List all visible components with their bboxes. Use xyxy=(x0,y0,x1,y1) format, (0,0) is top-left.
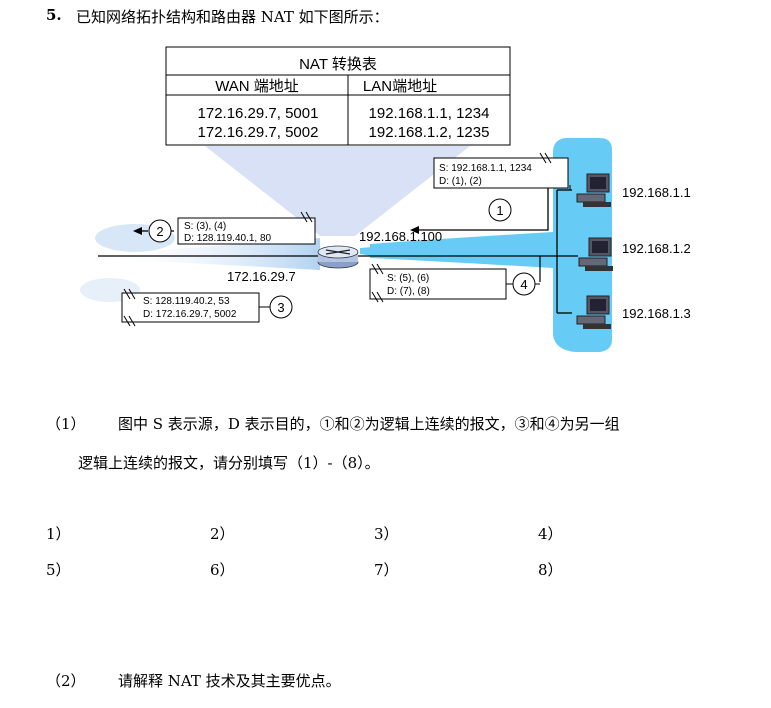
svg-text:2: 2 xyxy=(156,224,163,239)
packet-4-dst: D: (7), (8) xyxy=(387,286,430,297)
nat-row-2-wan: 172.16.29.7, 5002 xyxy=(198,124,319,141)
blank-1: 1） xyxy=(46,525,71,543)
packet-3-dst: D: 172.16.29.7, 5002 xyxy=(143,309,237,320)
nat-table-title: NAT 转换表 xyxy=(299,56,377,73)
nat-row-1-wan: 172.16.29.7, 5001 xyxy=(198,105,319,122)
computer-icon-3 xyxy=(576,295,611,329)
packet-2-dst: D: 128.119.40.1, 80 xyxy=(184,233,272,244)
sub2-text: 请解释 NAT 技术及其主要优点。 xyxy=(118,672,341,690)
network-diagram: 192.168.1.1 192.168.1.2 192.168.1.3 192.… xyxy=(80,46,691,352)
host-label-2: 192.168.1.2 xyxy=(622,241,691,256)
sub1-line2: 逻辑上连续的报文，请分别填写（1）-（8）。 xyxy=(78,454,380,472)
router-wan-ip: 172.16.29.7 xyxy=(227,269,296,284)
packet-3: S: 128.119.40.2, 53 D: 172.16.29.7, 5002… xyxy=(121,288,293,327)
blank-7: 7） xyxy=(374,561,399,579)
blank-4: 4） xyxy=(538,525,563,543)
router-lan-ip: 192.168.1.100 xyxy=(359,229,442,244)
blank-5: 5） xyxy=(46,561,71,579)
packet-1-dst: D: (1), (2) xyxy=(439,176,482,187)
blank-3: 3） xyxy=(374,525,399,543)
packet-2-src: S: (3), (4) xyxy=(184,221,226,232)
nat-row-2-lan: 192.168.1.2, 1235 xyxy=(369,124,490,141)
sub1-number: （1） xyxy=(46,415,86,433)
router-icon xyxy=(317,245,359,269)
packet-2-marker xyxy=(148,219,172,243)
host-label-3: 192.168.1.3 xyxy=(622,306,691,321)
blank-6: 6） xyxy=(210,561,235,579)
computer-icon-2 xyxy=(578,237,613,271)
svg-text:3: 3 xyxy=(277,300,284,315)
packet-4-src: S: (5), (6) xyxy=(387,273,429,284)
packet-3-marker xyxy=(269,295,293,319)
blank-2: 2） xyxy=(210,525,235,543)
nat-table-beam xyxy=(205,146,470,236)
sub2-number: （2） xyxy=(46,672,86,690)
nat-col-wan: WAN 端地址 xyxy=(215,78,299,95)
nat-table: NAT 转换表 WAN 端地址 LAN端地址 172.16.29.7, 5001… xyxy=(165,46,511,146)
packet-4: S: (5), (6) D: (7), (8) 4 xyxy=(369,263,540,303)
nat-col-lan: LAN端地址 xyxy=(363,78,437,95)
packet-1-marker xyxy=(488,198,512,222)
sub1-line1: 图中 S 表示源，D 表示目的，①和②为逻辑上连续的报文，③和④为另一组 xyxy=(118,415,620,433)
nat-row-1-lan: 192.168.1.1, 1234 xyxy=(369,105,490,122)
packet-2: S: (3), (4) D: 128.119.40.1, 80 2 xyxy=(133,211,316,245)
question-text: 已知网络拓扑结构和路由器 NAT 如下图所示： xyxy=(76,8,389,26)
blank-8: 8） xyxy=(538,561,563,579)
packet-1-src: S: 192.168.1.1, 1234 xyxy=(439,163,532,174)
svg-text:1: 1 xyxy=(496,203,503,218)
wan-beam xyxy=(95,238,320,270)
computer-icon-1 xyxy=(576,173,611,207)
host-label-1: 192.168.1.1 xyxy=(622,185,691,200)
packet-1: S: 192.168.1.1, 1234 D: (1), (2) 1 xyxy=(410,152,571,234)
packet-3-src: S: 128.119.40.2, 53 xyxy=(143,296,230,307)
question-number: 5. xyxy=(46,6,62,24)
svg-text:4: 4 xyxy=(520,277,527,292)
